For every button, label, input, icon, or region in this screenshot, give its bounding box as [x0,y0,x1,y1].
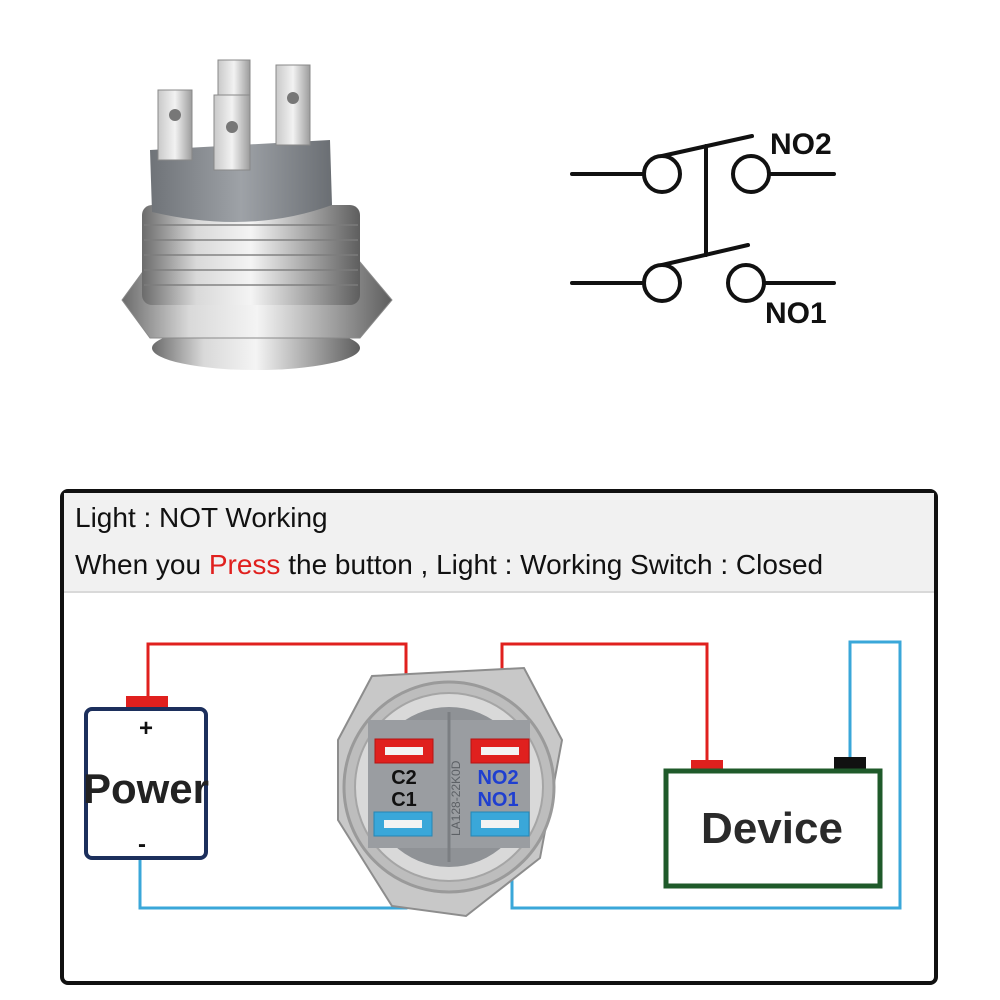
info-press-highlight: Press [208,549,281,580]
terminal-label-no2: NO2 [477,767,518,789]
info-press-prefix: When you [75,549,209,580]
terminal-label-c2: C2 [391,767,417,789]
info-press-instruction: When you Press the button , Light : Work… [75,549,823,581]
terminal-label-no1: NO1 [477,789,518,811]
device-label: Device [701,804,843,853]
switch-marking: LA128-22K0D [449,760,463,836]
info-press-suffix: the button , Light : Working Switch : Cl… [280,549,824,580]
power-label: Power [83,765,209,812]
info-light-status: Light : NOT Working [75,502,328,533]
switch-plastic-base [150,140,332,222]
switch-solder-tabs [157,59,311,171]
switch-schematic: NO2 NO1 [570,128,836,330]
power-plus-sign: + [139,715,153,742]
schematic-label-no2: NO2 [770,128,832,161]
device-box [663,768,883,889]
terminal-label-c1: C1 [391,789,417,811]
power-minus-sign: - [138,831,146,858]
info-header-band [64,493,934,591]
schematic-label-no1: NO1 [765,297,827,330]
power-terminal-positive [126,696,168,709]
blue-wire-no1-to-device [510,640,902,910]
switch-product-photo [121,59,393,370]
power-source-box [84,707,208,860]
